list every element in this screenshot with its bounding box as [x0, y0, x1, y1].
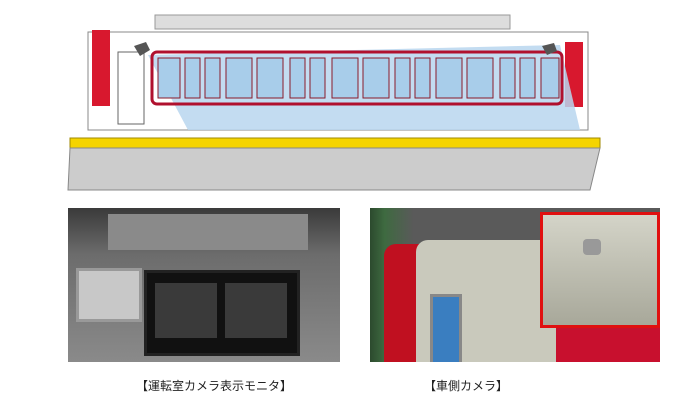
ceiling-panel: [108, 214, 308, 250]
camera-icon-front: [134, 42, 150, 56]
camera-icon-rear: [542, 43, 557, 55]
small-monitor: [76, 268, 142, 322]
cab-monitor-photo: [68, 208, 340, 362]
caption-side-camera: 【車側カメラ】: [424, 379, 509, 393]
caption-cab-monitor: 【運転室カメラ表示モニタ】: [136, 379, 293, 393]
camera-icon: [583, 239, 601, 255]
roof-equipment: [154, 14, 511, 30]
window-band: [150, 50, 564, 106]
camera-display-monitor: [144, 270, 300, 356]
platform-edge: [69, 137, 601, 149]
side-camera-photo: [370, 208, 660, 362]
front-red-panel: [92, 30, 110, 106]
door-window: [430, 294, 462, 362]
crew-door: [117, 51, 145, 125]
camera-closeup-inset: [540, 212, 660, 328]
platform: [67, 147, 601, 191]
windows: [157, 57, 560, 99]
train-side-diagram: [67, 14, 601, 191]
